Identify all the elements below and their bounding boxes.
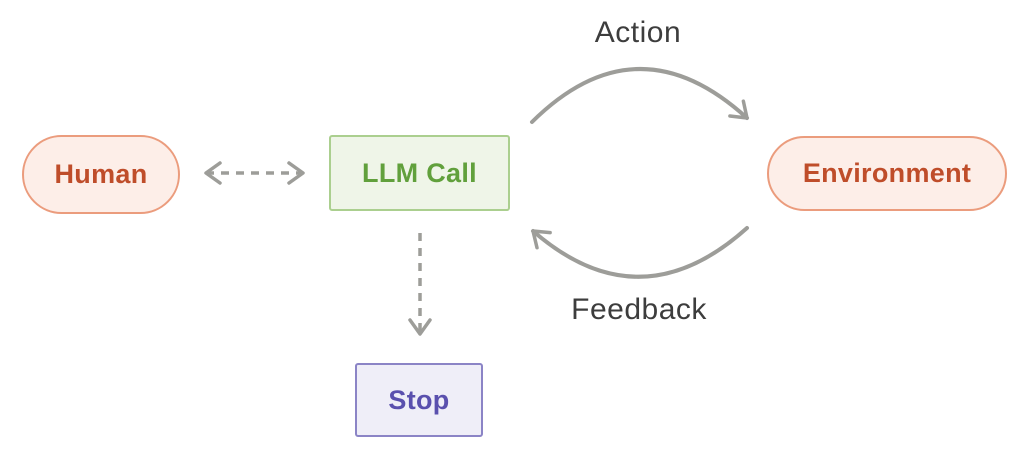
node-llm-call-label: LLM Call (362, 157, 477, 188)
node-llm-call: LLM Call (329, 135, 510, 211)
node-stop-label: Stop (388, 384, 450, 415)
action-arrow (530, 67, 749, 124)
node-environment-label: Environment (802, 158, 972, 188)
node-human: Human (22, 135, 180, 214)
node-human-label: Human (54, 159, 148, 189)
action-edge-label: Action (594, 16, 682, 49)
feedback-edge-label: Feedback (571, 293, 707, 326)
node-stop: Stop (355, 363, 483, 437)
feedback-arrow (531, 226, 749, 279)
node-environment: Environment (767, 136, 1007, 211)
